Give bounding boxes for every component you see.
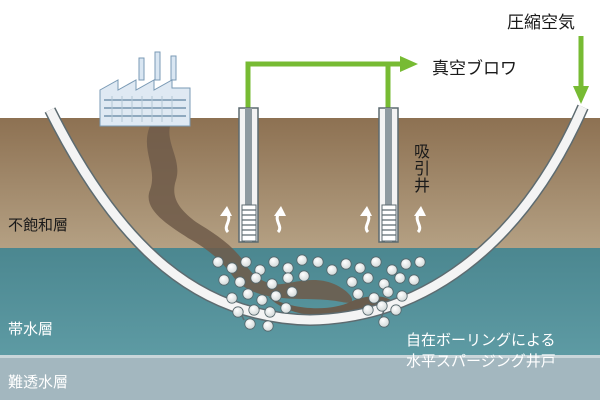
air-bubble-icon: [362, 272, 374, 284]
aquitard-label: 難透水層: [8, 373, 69, 391]
air-bubble-icon: [244, 318, 256, 330]
air-bubble-icon: [394, 272, 406, 284]
air-bubble-icon: [282, 262, 294, 274]
rising-vapor-arrow-icon: [414, 206, 426, 234]
air-bubble-icon: [346, 276, 358, 288]
air-bubble-icon: [262, 320, 274, 332]
air-bubble-icon: [298, 270, 310, 282]
air-bubble-icon: [326, 264, 338, 276]
aquifer-label: 帯水層: [8, 320, 54, 338]
air-bubble-icon: [370, 256, 382, 268]
air-bubble-icon: [340, 258, 352, 270]
air-bubble-icon: [248, 304, 260, 316]
suction-well-left: [238, 107, 259, 243]
air-bubble-icon: [242, 288, 254, 300]
air-bubble-icon: [368, 292, 380, 304]
air-bubble-icon: [226, 262, 238, 274]
caption-line-2: 水平スパージング井戸: [406, 352, 556, 370]
air-bubble-icon: [264, 306, 276, 318]
contaminant-plume: [146, 126, 353, 303]
air-bubble-icon: [226, 292, 238, 304]
rising-vapor-arrow-icon: [274, 206, 286, 234]
air-bubble-icon: [352, 288, 364, 300]
air-bubble-icon: [240, 256, 252, 268]
air-bubble-icon: [408, 274, 420, 286]
vacuum-pipe: [245, 56, 418, 108]
unsaturated-layer-label: 不飽和層: [8, 216, 69, 234]
air-bubble-icon: [270, 290, 282, 302]
aquitard-layer: [0, 356, 600, 400]
compressed-air-arrowhead: [573, 86, 589, 104]
suction-well-right: [378, 107, 399, 243]
rising-vapor-arrows: [220, 206, 426, 234]
air-bubble-icon: [312, 256, 324, 268]
air-bubble-icon: [266, 278, 278, 290]
compressed-air-label: 圧縮空気: [507, 13, 575, 33]
vacuum-blower-label: 真空ブロワ: [432, 59, 517, 79]
rising-vapor-arrow-icon: [220, 206, 232, 234]
air-bubble-icon: [212, 256, 224, 268]
air-bubble-icon: [390, 304, 402, 316]
air-bubble-icon: [234, 276, 246, 288]
factory-icon: [99, 51, 191, 127]
air-bubble-icon: [268, 256, 280, 268]
vacuum-arrowhead: [400, 56, 418, 72]
suction-well-label: 吸引井: [411, 143, 430, 194]
caption-line-1: 自在ボーリングによる: [406, 331, 556, 349]
air-bubble-icon: [362, 304, 374, 316]
air-bubble-icon: [286, 286, 298, 298]
aquitard-boundary: [0, 355, 600, 358]
compressed-air-pipe: [573, 36, 589, 104]
air-bubble-icon: [250, 272, 262, 284]
air-bubble-icon: [414, 256, 426, 268]
air-bubble-icon: [218, 274, 230, 286]
air-bubble-icon: [378, 316, 390, 328]
air-bubble-icon: [296, 254, 308, 266]
air-bubble-icon: [282, 272, 294, 284]
air-bubbles: [212, 254, 426, 332]
aquifer-layer: [0, 248, 600, 358]
air-bubble-icon: [382, 286, 394, 298]
air-bubble-icon: [376, 300, 388, 312]
air-bubble-icon: [232, 306, 244, 318]
air-bubble-icon: [256, 294, 268, 306]
air-bubble-icon: [386, 264, 398, 276]
air-bubble-icon: [280, 302, 292, 314]
air-bubble-icon: [396, 290, 408, 302]
air-bubble-icon: [354, 262, 366, 274]
rising-vapor-arrow-icon: [360, 206, 372, 234]
air-bubble-icon: [400, 258, 412, 270]
